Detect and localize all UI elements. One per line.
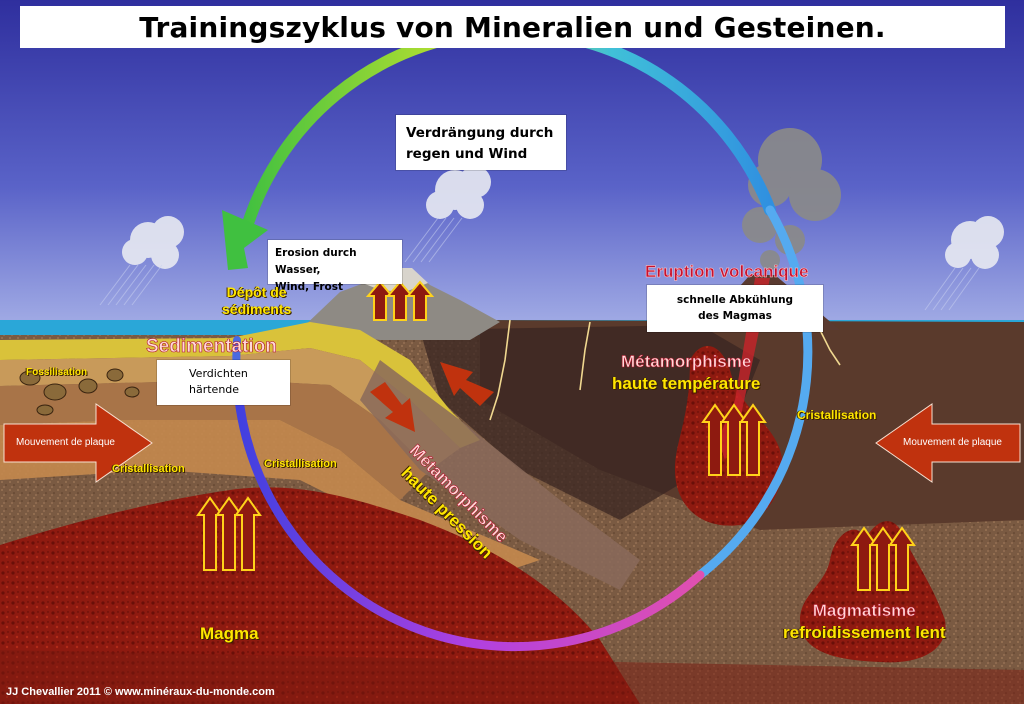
label-meta-temperature: Métamorphisme haute température: [612, 351, 760, 395]
label-cristallisation: Cristallisation: [797, 408, 877, 422]
note-erosion: Erosion durch Wasser, Wind, Frost: [268, 240, 402, 293]
label-line: Magmatisme: [812, 601, 916, 621]
note-line: Erosion durch Wasser,: [275, 247, 357, 276]
magma-lower-band: [0, 650, 1024, 704]
label-line: sédiments: [222, 301, 292, 317]
heat-arrow-icon: [701, 403, 767, 476]
plate-arrow-icon: [3, 403, 153, 483]
heat-arrow-icon: [196, 496, 262, 571]
label-cristallisation: Cristallisation: [264, 458, 337, 470]
cloud-icon: [924, 216, 1004, 311]
note-line: Wind, Frost: [275, 281, 343, 293]
label-deposit: Dépôt de sédiments: [222, 284, 291, 318]
label-fossilisation: Fossilisation: [26, 367, 88, 378]
cycle-arrowhead: [222, 210, 268, 270]
sediment-layer-orange: [0, 420, 540, 580]
note-line: regen und Wind: [406, 146, 528, 162]
cloud-icon: [99, 216, 184, 306]
footer-credit: JJ Chevallier 2011 © www.minéraux-du-mon…: [6, 686, 275, 698]
heat-arrow-icon: [850, 526, 916, 591]
label-magmatism: Magmatisme refroidissement lent: [783, 600, 946, 644]
metamorphic-zone-right: [420, 325, 760, 520]
label-line: refroidissement lent: [783, 623, 946, 642]
label-line: Dépôt de: [226, 284, 287, 300]
subduction-slab: [360, 360, 640, 590]
sediment-layer-brown: [0, 380, 430, 500]
magma-blob-far-right: [800, 521, 946, 663]
fossil-pebbles: [19, 368, 140, 416]
sky: [0, 0, 1024, 340]
magma-chamber: [0, 487, 640, 704]
note-compaction: Verdichten härtende: [157, 360, 290, 405]
label-line: haute température: [612, 374, 761, 393]
sediment-layer-yellow: [0, 322, 480, 448]
uplift-arrow: [440, 362, 494, 406]
label-plate-left: Mouvement de plaque: [16, 437, 115, 448]
cloud-icon: [404, 166, 491, 263]
note-line: des Magmas: [698, 310, 772, 322]
note-line: Verdrängung durch: [406, 125, 554, 141]
label-sedimentation: Sedimentation: [146, 336, 278, 358]
label-cristallisation: Cristallisation: [112, 463, 185, 475]
fault-cracks: [489, 319, 841, 421]
title-banner: Trainingszyklus von Mineralien und Geste…: [20, 6, 1005, 48]
label-eruption: Eruption volcanique: [645, 262, 809, 282]
label-plate-right: Mouvement de plaque: [903, 437, 1002, 448]
label-line: Métamorphisme: [620, 352, 752, 372]
note-line: Verdichten: [189, 367, 248, 380]
label-magma: Magma: [200, 624, 259, 643]
rain-icon: [99, 264, 163, 306]
note-line: härtende: [189, 383, 240, 396]
heat-arrow-icon: [365, 280, 435, 321]
subduction-arrow: [370, 382, 415, 432]
page-title: Trainingszyklus von Mineralien und Geste…: [139, 10, 886, 44]
plate-arrow-icon: [875, 403, 1021, 483]
note-displacement: Verdrängung durch regen und Wind: [396, 115, 566, 170]
note-cooling: schnelle Abkühlung des Magmas: [647, 285, 823, 332]
note-line: schnelle Abkühlung: [676, 294, 794, 306]
